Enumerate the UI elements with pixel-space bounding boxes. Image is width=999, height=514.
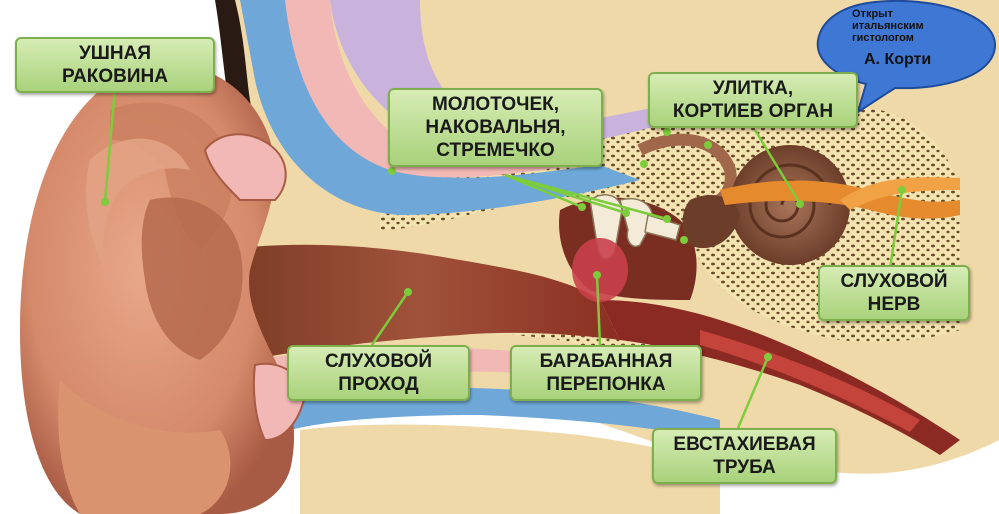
pointer-dot-ossicles-2 [622, 209, 630, 217]
pointer-dot-cochlea [796, 200, 804, 208]
pointer-dot-vestibule-1 [663, 128, 671, 136]
callout-line2: итальянским [852, 20, 980, 32]
pointer-dot-ossicles-3 [663, 215, 671, 223]
eardrum-shape [572, 238, 628, 302]
pointer-dot-vestibule-2 [704, 141, 712, 149]
label-ossicles-line1: МОЛОТОЧЕК, [398, 93, 593, 116]
label-eardrum-line2: ПЕРЕПОНКА [520, 373, 692, 396]
pointer-dot-eustachian [764, 353, 772, 361]
pointer-dot-vestibule-4 [680, 236, 688, 244]
label-ear-canal-line2: ПРОХОД [297, 373, 460, 396]
label-eustachian-tube-line1: ЕВСТАХИЕВАЯ [662, 433, 827, 456]
label-cochlea: УЛИТКА, КОРТИЕВ ОРГАН [648, 72, 858, 128]
callout-line1: Открыт [852, 8, 980, 20]
label-cochlea-line1: УЛИТКА, [658, 77, 848, 100]
label-ear-canal-line1: СЛУХОВОЙ [297, 350, 460, 373]
pointer-dot-ossicles-4 [388, 167, 396, 175]
label-auricle: УШНАЯ РАКОВИНА [15, 37, 215, 93]
pointer-dot-vestibule-3 [640, 160, 648, 168]
pointer-dot-eardrum [593, 271, 601, 279]
label-eustachian-tube-line2: ТРУБА [662, 456, 827, 479]
label-auricle-line2: РАКОВИНА [25, 65, 205, 88]
callout-text: Открыт итальянским гистологом А. Корти [852, 8, 980, 70]
label-auditory-nerve: СЛУХОВОЙ НЕРВ [818, 265, 970, 321]
pointer-dot-auricle [101, 198, 109, 206]
label-ossicles-line2: НАКОВАЛЬНЯ, [398, 116, 593, 139]
label-ossicles-line3: СТРЕМЕЧКО [398, 139, 593, 162]
label-ear-canal: СЛУХОВОЙ ПРОХОД [287, 345, 470, 401]
label-eardrum-line1: БАРАБАННАЯ [520, 350, 692, 373]
pointer-dot-canal [404, 288, 412, 296]
cochlea-shape [730, 145, 850, 265]
label-eardrum: БАРАБАННАЯ ПЕРЕПОНКА [510, 345, 702, 401]
label-cochlea-line2: КОРТИЕВ ОРГАН [658, 100, 848, 123]
pointer-dot-ossicles-1 [578, 203, 586, 211]
label-auditory-nerve-line2: НЕРВ [828, 293, 960, 316]
callout-name: А. Корти [864, 50, 980, 70]
label-ossicles: МОЛОТОЧЕК, НАКОВАЛЬНЯ, СТРЕМЕЧКО [388, 88, 603, 167]
label-auditory-nerve-line1: СЛУХОВОЙ [828, 270, 960, 293]
pointer-dot-nerve [898, 186, 906, 194]
label-auricle-line1: УШНАЯ [25, 42, 205, 65]
callout-line3: гистологом [852, 32, 980, 44]
label-eustachian-tube: ЕВСТАХИЕВАЯ ТРУБА [652, 428, 837, 484]
